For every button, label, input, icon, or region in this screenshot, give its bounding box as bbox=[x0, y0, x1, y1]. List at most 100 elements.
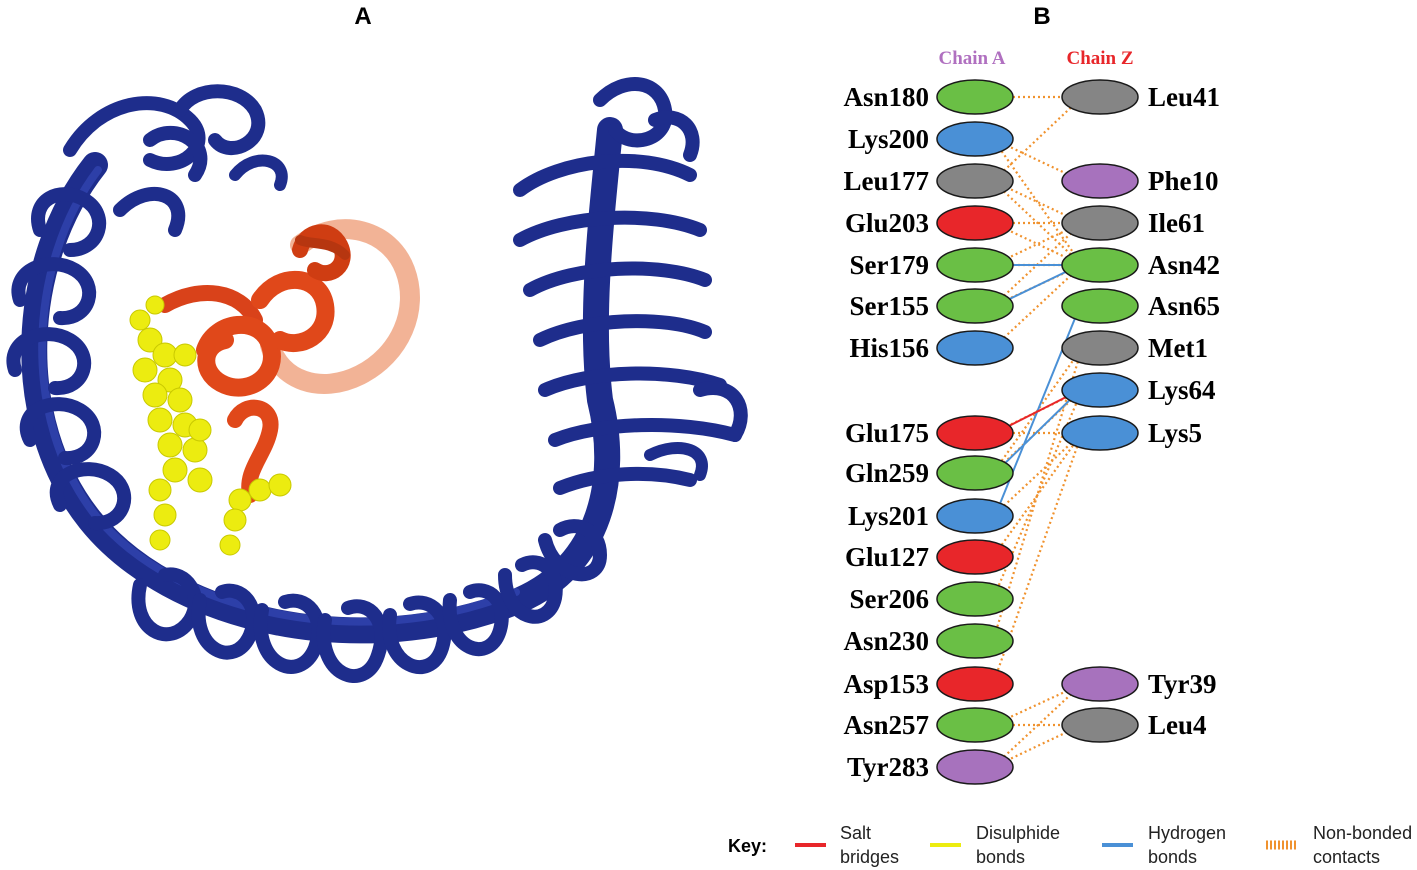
residue-asn65: Asn65 bbox=[1061, 288, 1220, 324]
interaction-diagram-panel: Chain A Chain Z Asn180Lys200Leu177Glu203… bbox=[843, 48, 1220, 785]
residue-label: Ser206 bbox=[850, 584, 929, 614]
key-non-bonded-label-line2: contacts bbox=[1313, 847, 1380, 867]
residue-label: Lys64 bbox=[1148, 375, 1216, 405]
disulphide-sphere-cluster bbox=[129, 295, 292, 556]
residue-node bbox=[936, 455, 1014, 491]
non-bonded-contact-line bbox=[992, 264, 1083, 349]
residue-node bbox=[936, 205, 1014, 241]
non-bonded-contact-line bbox=[992, 432, 1083, 558]
residue-label: Lys5 bbox=[1148, 418, 1202, 448]
residue-label: Ile61 bbox=[1148, 208, 1205, 238]
key-salt-label-line1: Salt bbox=[840, 823, 871, 843]
residue-node bbox=[936, 707, 1014, 743]
residue-node bbox=[1061, 372, 1139, 408]
protein-structure-panel bbox=[6, 77, 748, 683]
chain-z-residues: Leu41Phe10Ile61Asn42Asn65Met1Lys64Lys5Ty… bbox=[1061, 79, 1220, 743]
residue-node bbox=[1061, 205, 1139, 241]
bond-key-legend: Key: Salt bridges Disulphide bonds Hydro… bbox=[728, 823, 1412, 867]
residue-label: Asp153 bbox=[843, 669, 929, 699]
residue-his156: His156 bbox=[849, 330, 1014, 366]
key-hydrogen-label-line2: bonds bbox=[1148, 847, 1197, 867]
residue-node bbox=[1061, 330, 1139, 366]
key-item-salt-bridges: Salt bridges bbox=[795, 823, 899, 867]
residue-tyr283: Tyr283 bbox=[847, 749, 1014, 785]
residue-glu175: Glu175 bbox=[845, 415, 1014, 451]
residue-node bbox=[936, 79, 1014, 115]
residue-label: Glu175 bbox=[845, 418, 929, 448]
residue-node bbox=[936, 121, 1014, 157]
key-disulphide-label-line2: bonds bbox=[976, 847, 1025, 867]
residue-label: Glu127 bbox=[845, 542, 929, 572]
residue-node bbox=[936, 247, 1014, 283]
non-bonded-contact-line bbox=[992, 180, 1083, 266]
residue-label: Tyr39 bbox=[1148, 669, 1217, 699]
residue-asn230: Asn230 bbox=[843, 623, 1014, 659]
key-item-disulphide-bonds: Disulphide bonds bbox=[930, 823, 1060, 867]
residue-node bbox=[1061, 666, 1139, 702]
residue-node bbox=[1061, 707, 1139, 743]
residue-node bbox=[936, 666, 1014, 702]
non-bonded-contact-line bbox=[992, 683, 1083, 768]
key-non-bonded-label-line1: Non-bonded bbox=[1313, 823, 1412, 843]
panel-b-label: B bbox=[1033, 3, 1050, 30]
residue-leu177: Leu177 bbox=[843, 163, 1014, 199]
residue-asp153: Asp153 bbox=[843, 666, 1014, 702]
residue-label: Lys200 bbox=[848, 124, 929, 154]
residue-ile61: Ile61 bbox=[1061, 205, 1205, 241]
key-disulphide-label-line1: Disulphide bbox=[976, 823, 1060, 843]
key-hydrogen-label-line1: Hydrogen bbox=[1148, 823, 1226, 843]
residue-asn180: Asn180 bbox=[843, 79, 1014, 115]
residue-node bbox=[936, 498, 1014, 534]
residue-node bbox=[936, 415, 1014, 451]
residue-node bbox=[1061, 79, 1139, 115]
non-bonded-contact-line bbox=[992, 138, 1083, 266]
residue-ser206: Ser206 bbox=[850, 581, 1014, 617]
residue-label: Met1 bbox=[1148, 333, 1208, 363]
residue-node bbox=[1061, 288, 1139, 324]
chain-a-title: Chain A bbox=[938, 48, 1005, 69]
residue-asn257: Asn257 bbox=[843, 707, 1014, 743]
residue-gln259: Gln259 bbox=[845, 455, 1014, 491]
residue-node bbox=[1061, 163, 1139, 199]
residue-label: His156 bbox=[849, 333, 929, 363]
residue-label: Leu177 bbox=[843, 166, 929, 196]
residue-node bbox=[1061, 247, 1139, 283]
chain-z-title: Chain Z bbox=[1066, 48, 1133, 69]
residue-label: Lys201 bbox=[848, 501, 929, 531]
residue-label: Ser179 bbox=[850, 250, 929, 280]
residue-node bbox=[936, 163, 1014, 199]
residue-node bbox=[936, 623, 1014, 659]
residue-label: Gln259 bbox=[845, 458, 929, 488]
residue-node bbox=[936, 288, 1014, 324]
key-title: Key: bbox=[728, 836, 767, 856]
residue-label: Leu41 bbox=[1148, 82, 1220, 112]
residue-label: Phe10 bbox=[1148, 166, 1219, 196]
residue-tyr39: Tyr39 bbox=[1061, 666, 1217, 702]
residue-label: Leu4 bbox=[1148, 710, 1207, 740]
residue-lys5: Lys5 bbox=[1061, 415, 1202, 451]
residue-lys201: Lys201 bbox=[848, 498, 1014, 534]
residue-label: Asn42 bbox=[1148, 250, 1220, 280]
non-bonded-contact-line bbox=[992, 96, 1083, 182]
residue-node bbox=[1061, 415, 1139, 451]
residue-label: Tyr283 bbox=[847, 752, 929, 782]
key-item-non-bonded-contacts: Non-bonded contacts bbox=[1266, 823, 1412, 867]
residue-node bbox=[936, 539, 1014, 575]
bound-protein-ribbon bbox=[157, 219, 420, 503]
hydrogen-bond-line bbox=[994, 389, 1081, 474]
residue-leu41: Leu41 bbox=[1061, 79, 1220, 115]
non-bonded-contact-line bbox=[991, 432, 1084, 685]
residue-lys64: Lys64 bbox=[1061, 372, 1216, 408]
residue-label: Glu203 bbox=[845, 208, 929, 238]
residue-leu4: Leu4 bbox=[1061, 707, 1207, 743]
residue-node bbox=[936, 581, 1014, 617]
residue-asn42: Asn42 bbox=[1061, 247, 1220, 283]
residue-glu127: Glu127 bbox=[845, 539, 1014, 575]
residue-label: Asn257 bbox=[843, 710, 929, 740]
residue-node bbox=[936, 330, 1014, 366]
residue-ser179: Ser179 bbox=[850, 247, 1014, 283]
key-salt-label-line2: bridges bbox=[840, 847, 899, 867]
lrr-horseshoe-protein bbox=[6, 77, 748, 683]
residue-node bbox=[936, 749, 1014, 785]
